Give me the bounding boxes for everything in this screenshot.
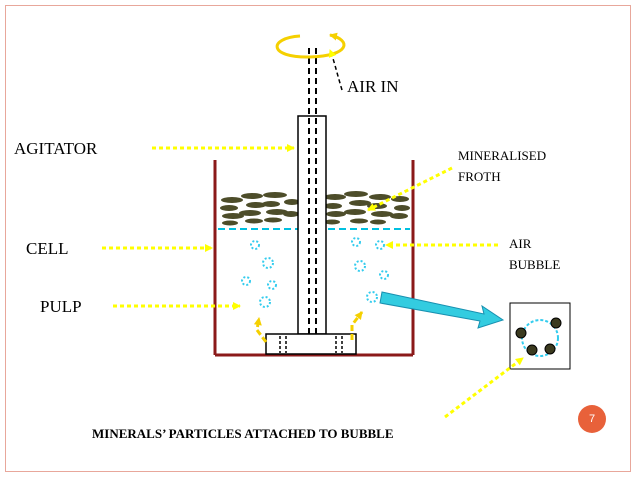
slide-border (5, 5, 631, 472)
cell-label: CELL (26, 239, 69, 258)
particles-pointer (444, 356, 524, 419)
froth-layer (220, 191, 410, 226)
caption-text: MINERALS’ PARTICLES ATTACHED TO BUBBLE (92, 426, 394, 441)
froth-pointer (367, 166, 453, 212)
bubble-magnify-pointer (379, 291, 505, 329)
agitator-shaft (297, 48, 327, 336)
cell-container (213, 160, 415, 357)
circulation-arrow-left (253, 317, 268, 343)
bubble-inset (509, 302, 571, 370)
rotation-arrow-icon (275, 32, 346, 59)
air-in-arrow (328, 49, 343, 91)
froth-label-line2: FROTH (458, 169, 501, 184)
pulp-label: PULP (40, 297, 82, 316)
impeller (265, 333, 357, 355)
circulation-arrow-right (350, 311, 364, 340)
froth-label-line1: MINERALISED (458, 148, 547, 163)
air-in-label: AIR IN (347, 77, 399, 96)
page-number-badge: 7 (578, 405, 606, 433)
agitator-label: AGITATOR (14, 139, 98, 158)
bubble-label-line2: BUBBLE (509, 257, 561, 272)
bubble-label-line1: AIR (509, 236, 532, 251)
air-bubbles (241, 237, 389, 308)
air-bubble-label: AIR BUBBLE (509, 233, 560, 275)
mineralised-froth-label: MINERALISED FROTH (458, 145, 546, 187)
label-pointers (102, 144, 524, 419)
